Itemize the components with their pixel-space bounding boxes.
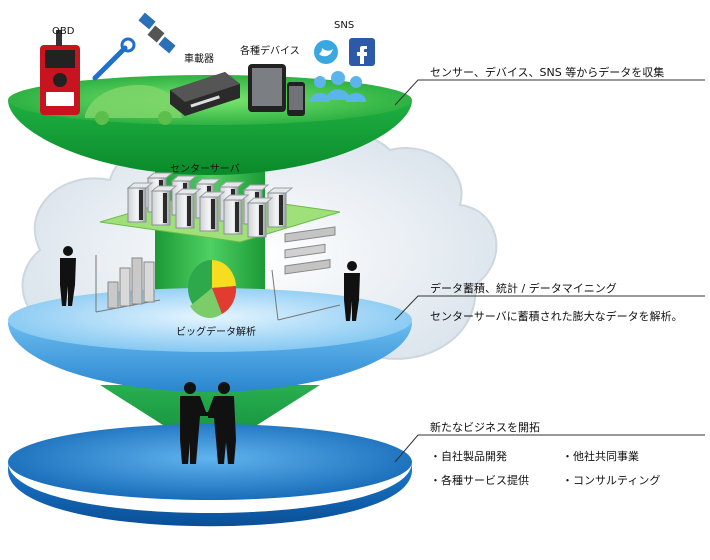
devices-label: 各種デバイス: [240, 46, 300, 57]
twitter-icon: [314, 40, 338, 64]
wrench-icon: [92, 37, 136, 81]
bigdata-label: ビッグデータ解析: [176, 327, 256, 338]
obd-scanner-icon: [40, 30, 80, 115]
car-device-label: 車載器: [184, 54, 214, 65]
smartphone-icon: [287, 82, 305, 116]
middle-layer-title: データ蓄積、統計 / データマイニング: [430, 282, 617, 295]
server-rack: [246, 197, 274, 238]
callout-lines: [394, 79, 705, 463]
server-rack-icon: [126, 172, 294, 238]
bottom-layer: [8, 424, 412, 527]
sns-label: SNS: [334, 20, 355, 31]
server-rack: [174, 188, 202, 229]
top-layer-description: センサー、デバイス、SNS 等からデータを収集: [430, 66, 665, 79]
bar-chart-icon: [95, 255, 161, 313]
server-rack: [266, 187, 294, 228]
facebook-icon: [349, 38, 375, 66]
people-icon: [310, 71, 366, 102]
bullet-item: ・自社製品開発: [430, 450, 507, 463]
pie-chart-icon: [188, 259, 237, 318]
tablet-icon: [248, 64, 286, 112]
server-rack: [198, 191, 226, 232]
obd-label: OBD: [52, 26, 75, 37]
car-device-icon: [170, 72, 240, 116]
satellite-icon: [138, 12, 176, 54]
server-rack: [126, 182, 154, 223]
server-rack: [150, 185, 178, 226]
server-label: センターサーバ: [170, 164, 240, 175]
bullet-item: ・他社共同事業: [562, 450, 639, 463]
handshake-icon: [180, 382, 236, 464]
car-icon: [85, 85, 182, 125]
businessman-icon: [60, 246, 360, 321]
bullet-item: ・各種サービス提供: [430, 474, 529, 487]
middle-layer-body: センターサーバに蓄積された膨大なデータを解析。: [430, 310, 683, 323]
horizontal-bar-chart-icon: [271, 226, 341, 321]
server-rack: [222, 194, 250, 235]
bottom-layer-title: 新たなビジネスを開拓: [430, 421, 540, 434]
bullet-item: ・コンサルティング: [562, 474, 661, 487]
